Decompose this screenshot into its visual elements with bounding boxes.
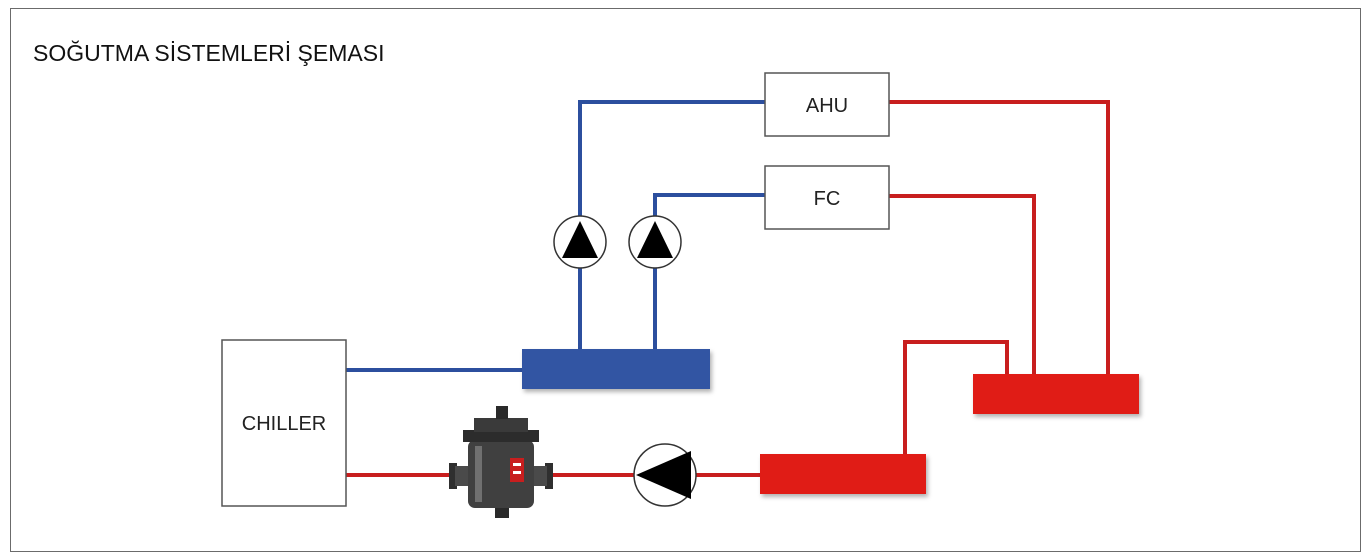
- return-pipe-ahu: [888, 100, 1110, 377]
- return-pipe-loop: [903, 340, 1009, 457]
- pump-ahu-icon: [553, 215, 607, 269]
- diagram-title: SOĞUTMA SİSTEMLERİ ŞEMASI: [33, 40, 385, 66]
- strainer-icon: [449, 406, 553, 518]
- supply-header: [522, 349, 710, 389]
- fc-label: FC: [814, 188, 841, 210]
- chiller-box: [221, 339, 347, 507]
- return-header-right: [973, 374, 1139, 414]
- fc-box: [764, 165, 890, 230]
- supply-pipe-fc: [653, 193, 767, 352]
- ahu-box: [764, 72, 890, 137]
- pump-return-icon: [633, 443, 697, 507]
- fc-unit: FC: [764, 165, 890, 230]
- chiller-label: CHILLER: [242, 413, 326, 435]
- diagram-frame: [10, 8, 1361, 552]
- ahu-unit: AHU: [764, 72, 890, 137]
- chiller-unit: CHILLER: [221, 339, 347, 507]
- return-pipes: [344, 100, 1110, 477]
- return-pipe-fc: [888, 194, 1036, 377]
- return-header-bottom: [760, 454, 926, 494]
- ahu-label: AHU: [806, 95, 848, 117]
- pump-fc-icon: [628, 215, 682, 269]
